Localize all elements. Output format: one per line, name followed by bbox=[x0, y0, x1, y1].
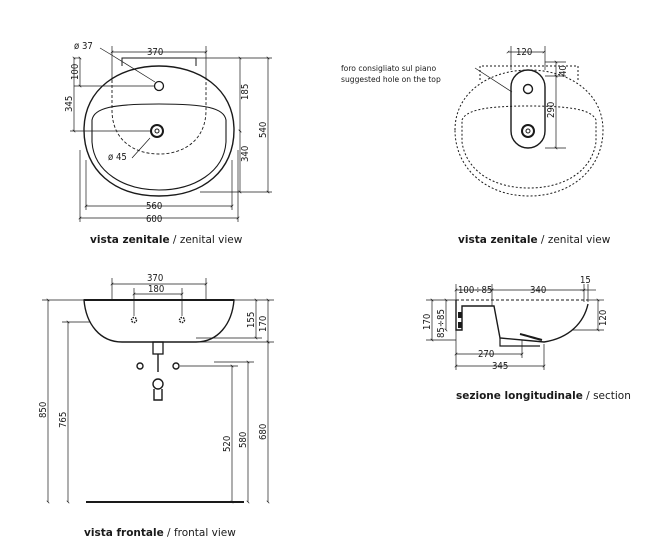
dim-100-85: 100÷85 bbox=[458, 285, 492, 296]
dim-100: 100 bbox=[70, 64, 81, 80]
suggested-hole-outline bbox=[510, 69, 546, 149]
dim-85-85: 85÷85 bbox=[436, 309, 447, 338]
zenital-view-hole-drawing bbox=[454, 65, 604, 197]
caption-zenital-view-left: vista zenitale / zenital view bbox=[90, 234, 242, 246]
dim-290: 290 bbox=[546, 102, 557, 118]
dim-680: 680 bbox=[258, 424, 269, 440]
dim-540: 540 bbox=[258, 122, 269, 138]
frontal-view-drawing bbox=[83, 299, 244, 503]
dim-520: 520 bbox=[222, 436, 233, 452]
dim-185: 185 bbox=[240, 84, 251, 100]
caption-bold: vista zenitale bbox=[458, 234, 538, 246]
frontal-view-dimensions bbox=[42, 278, 274, 504]
section-view-labels: 100÷85 340 15 170 85÷85 120 270 345 bbox=[422, 275, 609, 372]
zenital-view-hole-dimensions bbox=[474, 46, 566, 150]
caption-zenital-view-right: vista zenitale / zenital view bbox=[458, 234, 610, 246]
caption-section-view: sezione longitudinale / section bbox=[456, 390, 631, 402]
zenital-view-hole-labels: 120 40 290 foro consigliato sul piano su… bbox=[341, 47, 569, 118]
dim-hole-diameter: ø 37 bbox=[74, 41, 93, 52]
caption-light: frontal view bbox=[173, 527, 236, 539]
caption-separator: / bbox=[163, 527, 174, 539]
caption-bold: vista zenitale bbox=[90, 234, 170, 246]
dim-180: 180 bbox=[148, 284, 164, 295]
dim-270: 270 bbox=[478, 349, 494, 360]
dim-345: 345 bbox=[64, 96, 75, 112]
dim-600: 600 bbox=[146, 214, 162, 225]
dim-section-345: 345 bbox=[492, 361, 508, 372]
section-view-dimensions bbox=[426, 284, 604, 370]
note-suggested-hole-it: foro consigliato sul piano bbox=[341, 64, 436, 73]
dim-560: 560 bbox=[146, 201, 162, 212]
caption-frontal-view: vista frontale / frontal view bbox=[84, 527, 236, 539]
caption-bold: vista frontale bbox=[84, 527, 164, 539]
zenital-view-drawing bbox=[83, 57, 235, 197]
note-suggested-hole-en: suggested hole on the top bbox=[341, 75, 441, 84]
caption-separator: / bbox=[537, 234, 548, 246]
section-view-drawing bbox=[455, 299, 589, 347]
dim-170: 170 bbox=[258, 316, 269, 332]
dim-section-340: 340 bbox=[530, 285, 546, 296]
dim-40: 40 bbox=[558, 65, 569, 76]
dim-370: 370 bbox=[147, 273, 163, 284]
caption-bold: sezione longitudinale bbox=[456, 390, 583, 402]
dim-155: 155 bbox=[246, 312, 257, 328]
caption-light: zenital view bbox=[179, 234, 243, 246]
dim-340: 340 bbox=[240, 146, 251, 162]
dim-width-370: 370 bbox=[147, 47, 163, 58]
dim-15: 15 bbox=[580, 275, 591, 286]
dim-section-120: 120 bbox=[598, 310, 609, 326]
dim-765: 765 bbox=[58, 412, 69, 428]
dim-850: 850 bbox=[38, 402, 49, 418]
frontal-view-labels: 370 180 155 170 850 765 520 580 680 bbox=[38, 273, 269, 452]
caption-separator: / bbox=[169, 234, 180, 246]
dim-section-170: 170 bbox=[422, 314, 433, 330]
zenital-view-labels: ø 37 370 100 345 185 340 540 ø 45 560 60… bbox=[64, 41, 269, 225]
caption-light: section bbox=[593, 390, 631, 402]
caption-light: zenital view bbox=[547, 234, 611, 246]
dim-drain-diameter: ø 45 bbox=[108, 152, 127, 163]
zenital-view-dimensions bbox=[70, 46, 272, 222]
dim-580: 580 bbox=[238, 432, 249, 448]
caption-separator: / bbox=[582, 390, 594, 402]
dim-120: 120 bbox=[516, 47, 532, 58]
